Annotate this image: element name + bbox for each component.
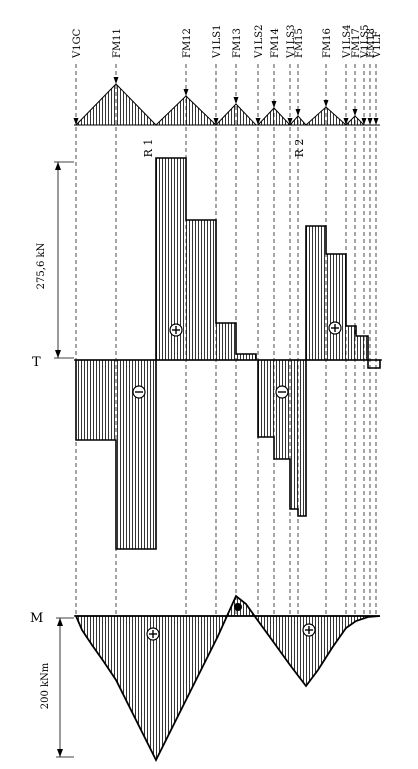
marker-label-v1lf: V1LF: [372, 31, 383, 59]
marker-arrow-fm15: [295, 109, 301, 116]
marker-label-fm15: FM15: [294, 28, 305, 58]
marker-arrow-v1ls2: [255, 118, 261, 125]
moment-axis-label: M: [30, 611, 43, 626]
shear-sign-plus-2: [328, 321, 342, 335]
moment-sign-plus-2: [302, 623, 316, 637]
shear-positive-span-1: [155, 157, 257, 361]
shear-sign-minus-2: [275, 385, 289, 399]
shear-dimension: [54, 161, 74, 359]
marker-arrow-v1gc: [73, 118, 79, 125]
marker-label-fm16: FM16: [322, 28, 333, 58]
marker-arrow-v1ls3: [287, 118, 293, 125]
shear-diagram: [74, 157, 382, 550]
marker-label-fm14: FM14: [270, 28, 281, 58]
moment-support-dot: [234, 603, 242, 611]
marker-label-fm18: FM18: [366, 28, 377, 58]
marker-label-v1gc: V1GC: [72, 28, 83, 59]
shear-dimension-label: 275,6 kN: [36, 242, 47, 289]
load-triangles: [74, 83, 366, 126]
marker-label-v1ls5: V1LS5: [360, 25, 371, 59]
marker-arrow-fm13: [233, 97, 239, 104]
moment-sign-plus-1: [146, 627, 160, 641]
marker-arrow-v1ls1: [213, 118, 219, 125]
marker-label-v1ls1: V1LS1: [212, 25, 223, 59]
marker-label-fm13: FM13: [232, 28, 243, 58]
marker-label-v1ls4: V1LS4: [342, 25, 353, 59]
marker-arrow-v1ls4: [343, 118, 349, 125]
marker-arrow-fm14: [271, 101, 277, 108]
moment-dimension-label: 200 kNm: [40, 662, 51, 709]
shear-sign-minus-1: [132, 385, 146, 399]
moment-area: [74, 594, 381, 763]
marker-label-v1ls3: V1LS3: [286, 25, 297, 59]
marker-arrow-fm18: [367, 118, 373, 125]
marker-label-v1ls2: V1LS2: [254, 25, 265, 59]
marker-label-fm12: FM12: [182, 28, 193, 58]
moment-dimension: [56, 617, 74, 758]
marker-arrow-fm12: [183, 89, 189, 96]
shear-positive-span-2: [305, 225, 369, 361]
shear-axis-label: T: [32, 355, 41, 370]
marker-arrow-fm11: [113, 77, 119, 84]
shear-end-segment: [367, 359, 381, 369]
marker-label-fm11: FM11: [112, 28, 123, 58]
reaction-label-r2: R 2: [293, 139, 306, 158]
marker-arrow-fm16: [323, 100, 329, 107]
marker-arrow-v1lf: [373, 118, 379, 125]
marker-label-fm17: FM17: [351, 28, 362, 58]
marker-arrow-v1ls5: [361, 118, 367, 125]
reaction-label-r1: R 1: [142, 139, 155, 158]
load-diagram: [74, 83, 380, 126]
shear-negative-span-2: [257, 359, 307, 517]
shear-sign-plus-1: [169, 323, 183, 337]
moment-diagram: [74, 594, 381, 763]
marker-arrow-fm17: [352, 109, 358, 116]
